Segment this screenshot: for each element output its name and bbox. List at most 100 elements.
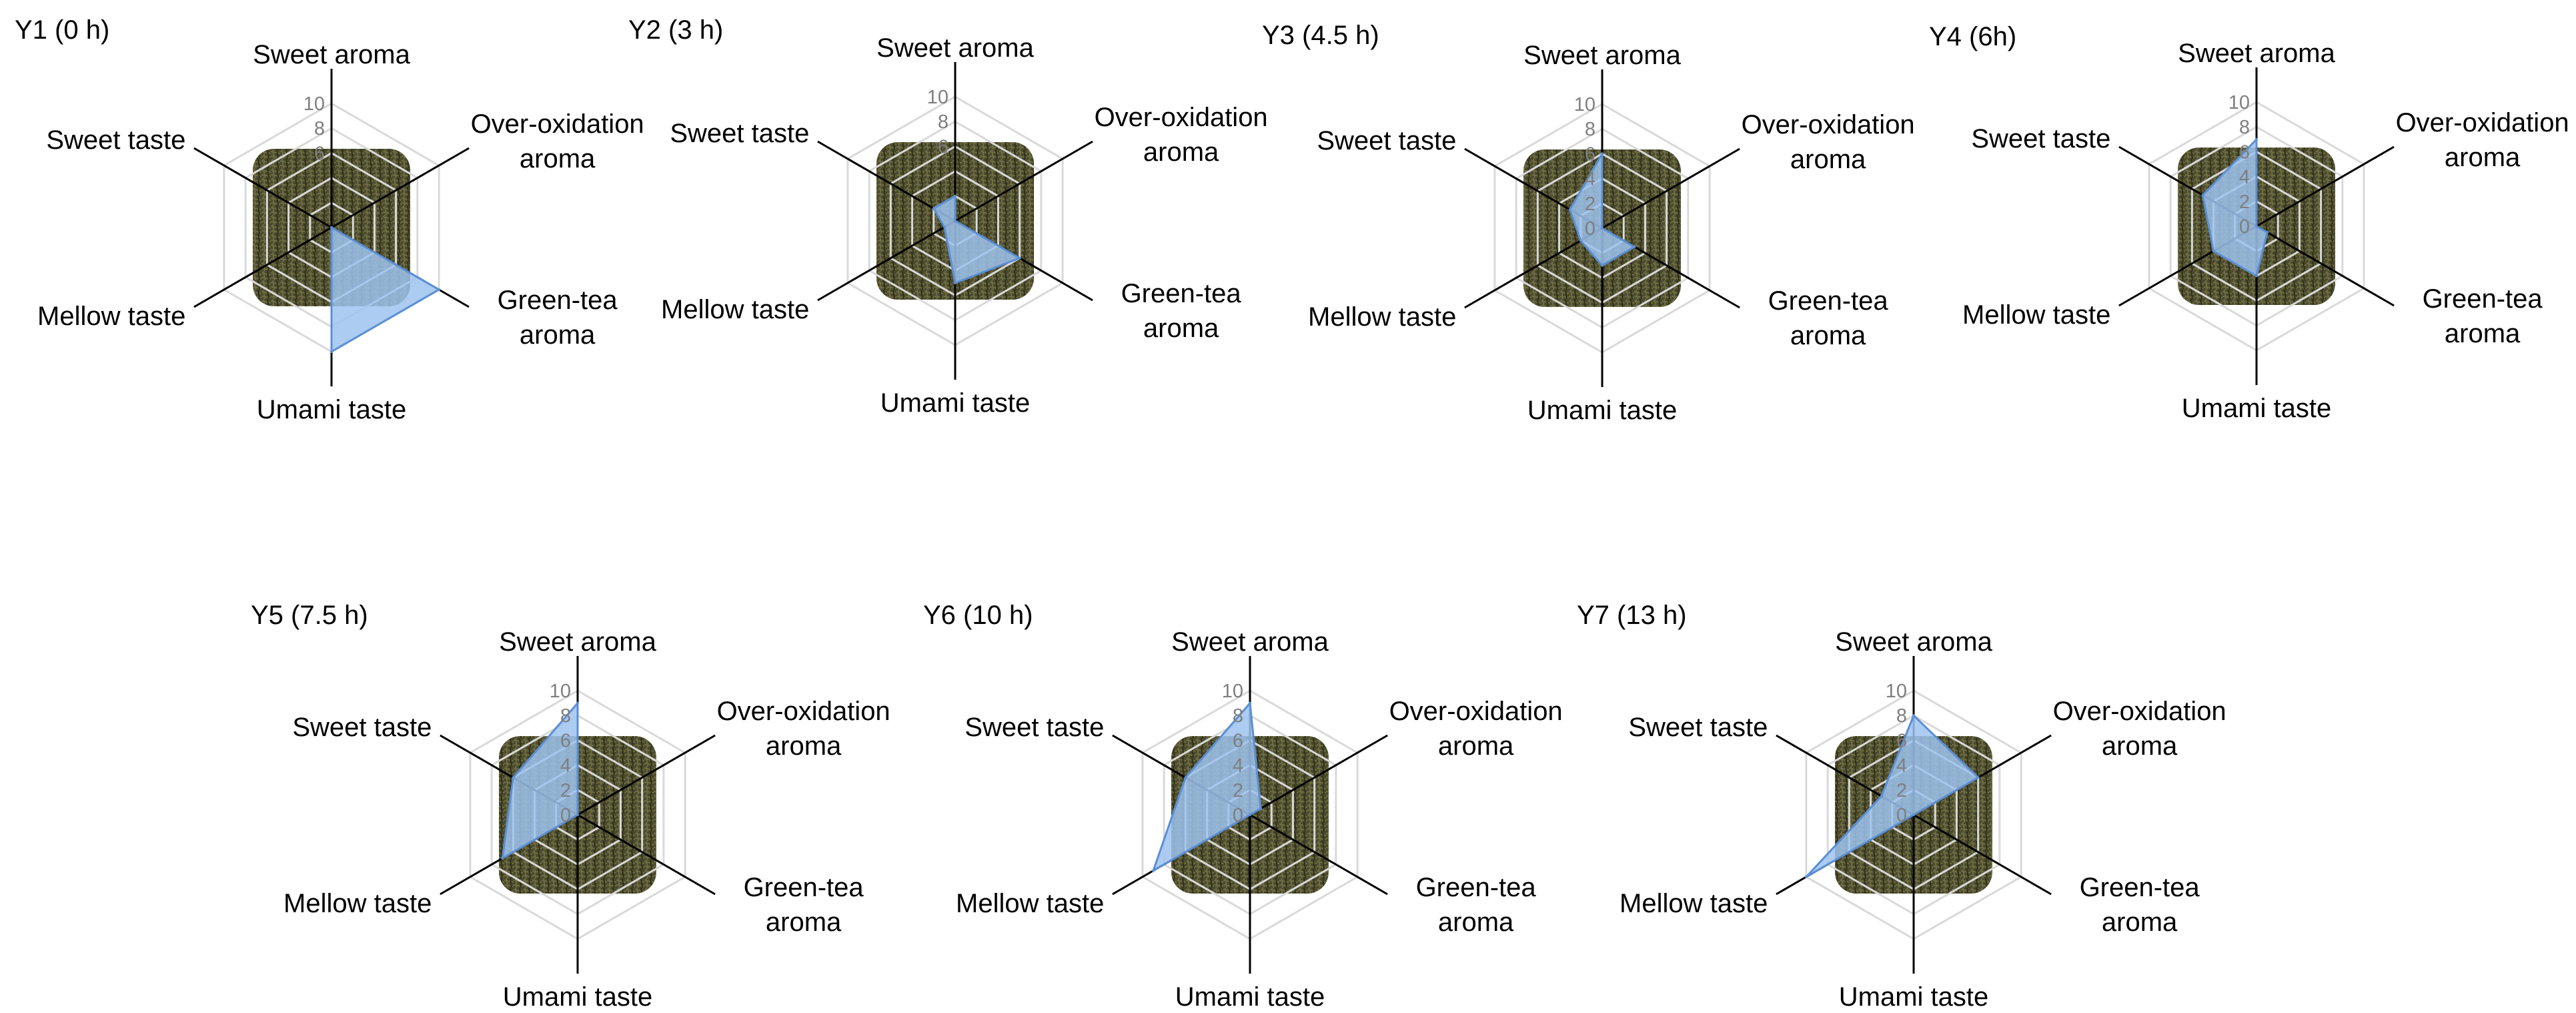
axis-label: Sweet taste xyxy=(1628,713,1768,742)
axis-label: Mellow taste xyxy=(37,302,185,331)
axis-label-line: Sweet aroma xyxy=(499,627,656,657)
axis-spoke xyxy=(193,226,332,308)
axis-label: Umami taste xyxy=(2182,394,2332,423)
data-point xyxy=(1633,245,1636,248)
axis-label-line: Sweet taste xyxy=(292,713,432,742)
chart-title: Y5 (7.5 h) xyxy=(251,601,368,630)
axis-label-line: Umami taste xyxy=(503,982,653,1012)
axis-label-line: Sweet taste xyxy=(964,713,1104,742)
tick-label: 6 xyxy=(560,730,571,751)
chart-title: Y4 (6h) xyxy=(1929,22,2016,51)
axis-label-line: Sweet aroma xyxy=(2178,39,2335,68)
axis-label-line: Mellow taste xyxy=(1962,300,2110,330)
axis-label: Green-tea aroma xyxy=(498,286,618,350)
tick-label: 4 xyxy=(1896,755,1907,777)
axis-label: Sweet aroma xyxy=(1835,627,1992,657)
axis-label-line: Sweet aroma xyxy=(1171,627,1329,657)
data-point xyxy=(1912,813,1915,816)
axis-label-line: Green-tea xyxy=(1121,279,1242,308)
axis-label: Sweet aroma xyxy=(1523,41,1681,70)
series-area xyxy=(1152,702,1262,872)
axis-label-line: aroma xyxy=(520,320,596,350)
axis-label-line: aroma xyxy=(2102,731,2178,761)
data-point xyxy=(1804,876,1808,878)
axis-label: Umami taste xyxy=(1527,396,1678,425)
axis-label: Sweet aroma xyxy=(499,627,656,657)
chart-title: Y2 (3 h) xyxy=(628,15,723,45)
tick-label: 0 xyxy=(560,805,571,826)
axis-label-line: Umami taste xyxy=(880,388,1031,418)
data-point xyxy=(1601,152,1603,155)
data-point xyxy=(1976,776,1980,779)
tick-label: 6 xyxy=(1233,730,1243,751)
axis-label-line: Sweet aroma xyxy=(1835,627,1992,657)
axis-label-line: Sweet taste xyxy=(670,119,809,148)
axis-label-line: Green-tea xyxy=(2080,873,2200,902)
axis-label: Sweet taste xyxy=(292,713,432,742)
axis-label-line: Umami taste xyxy=(1839,982,1989,1012)
axis-label-line: Umami taste xyxy=(1527,396,1678,425)
tick-label: 0 xyxy=(1896,805,1907,826)
tick-label: 8 xyxy=(1896,705,1907,727)
axis-label: Sweet taste xyxy=(46,125,185,155)
axis-label-line: Mellow taste xyxy=(661,295,809,324)
tick-label: 4 xyxy=(1233,755,1243,777)
tick-label: 8 xyxy=(314,118,325,139)
tick-label: 2 xyxy=(1896,780,1907,801)
data-point xyxy=(1184,776,1187,779)
axis-label-line: Over-oxidation xyxy=(471,109,644,139)
axis-label: Sweet aroma xyxy=(2178,39,2335,68)
chart-title: Y3 (4.5 h) xyxy=(1262,21,1379,50)
axis-label-line: Umami taste xyxy=(1175,982,1325,1012)
axis-spoke xyxy=(817,220,956,302)
tick-label: 8 xyxy=(938,111,948,133)
data-point xyxy=(1601,227,1603,230)
axis-label-line: Mellow taste xyxy=(37,302,185,331)
axis-label-line: aroma xyxy=(766,908,842,937)
axis-spoke xyxy=(1249,734,1388,816)
axis-spoke xyxy=(1249,813,1388,896)
axis-label-line: Mellow taste xyxy=(1308,302,1456,332)
data-point xyxy=(942,226,946,229)
axis-spoke xyxy=(1464,227,1603,309)
axis-label: Sweet aroma xyxy=(253,40,410,69)
tick-label: 6 xyxy=(2239,141,2250,163)
tick-label: 8 xyxy=(1233,705,1243,727)
axis-label-line: aroma xyxy=(2445,319,2521,348)
axis-label-line: Over-oxidation xyxy=(1095,103,1268,132)
axis-label-line: Green-tea xyxy=(498,286,618,315)
axis-spoke xyxy=(2256,225,2395,307)
axis-label-line: Mellow taste xyxy=(1620,889,1768,918)
data-point xyxy=(2255,137,2258,141)
tick-label: 6 xyxy=(1896,730,1907,751)
axis-label: Umami taste xyxy=(503,982,653,1012)
axis-label-line: Sweet aroma xyxy=(876,33,1034,63)
data-point xyxy=(576,701,579,705)
axis-label-line: Sweet taste xyxy=(1628,713,1768,742)
tick-label: 2 xyxy=(1585,194,1595,215)
axis-label: Umami taste xyxy=(257,395,407,424)
data-point xyxy=(1018,256,1021,260)
tick-label: 0 xyxy=(2239,216,2250,238)
axis-spoke xyxy=(577,813,716,896)
tick-label: 10 xyxy=(927,87,948,108)
tick-label: 10 xyxy=(1886,681,1907,702)
axis-label-line: Green-tea xyxy=(1768,286,1889,316)
axis-label: Sweet aroma xyxy=(876,33,1034,63)
axis-spoke xyxy=(2256,145,2395,228)
axis-label-line: aroma xyxy=(1790,145,1866,174)
axis-label: Umami taste xyxy=(1839,982,1989,1012)
tick-label: 0 xyxy=(1233,805,1243,826)
data-point xyxy=(576,813,579,816)
